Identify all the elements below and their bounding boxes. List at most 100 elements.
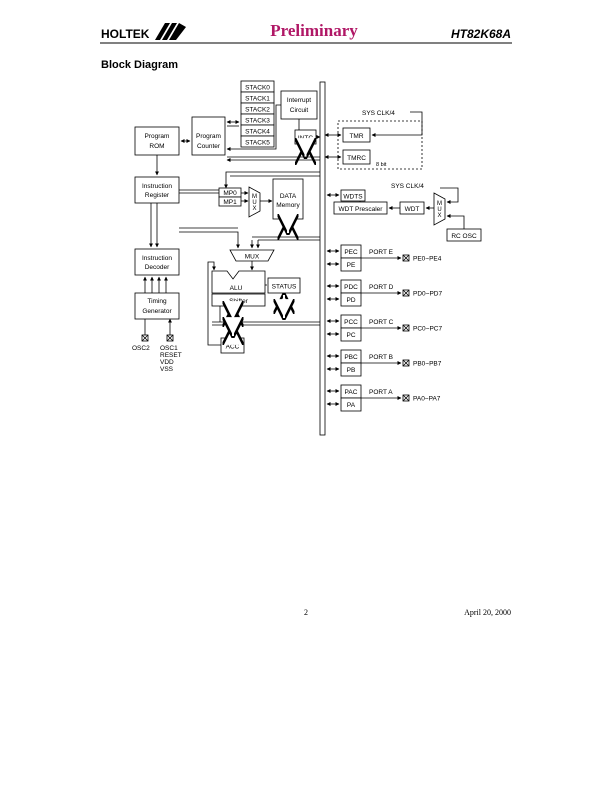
tmr-block [342,127,371,143]
mux-wdt-m: M [437,201,442,207]
instruction-register-label-1: Instruction [142,183,172,190]
pa-pin-icon [402,394,410,402]
program-counter-label-2: Counter [197,143,221,150]
timer-group [337,120,423,170]
pc-pin-icon [402,324,410,332]
pec-label: PEC [344,249,358,256]
program-rom-block: Program ROM [134,126,180,156]
instruction-register-label-2: Register [145,192,170,199]
port-pe-group: PEC PE PORT E PE0~PE4 [326,244,442,272]
acc-label: ACC [226,344,240,351]
part-number: HT82K68A [451,27,511,41]
vdd-label: VDD [160,359,174,366]
port-pd-group: PDC PD PORT D PD0~PD7 [326,279,442,307]
tmr-label: TMR [349,133,363,140]
program-counter-block: Program Counter [191,116,226,156]
pb-pin-icon [402,359,410,367]
pa-register [340,397,362,412]
holtek-logo-text: HOLTEK [101,27,150,41]
pc-label: PC [346,332,355,339]
status-label: STATUS [272,284,297,291]
pb-pins-label: PB0~PB7 [413,361,442,368]
osc2-label: OSC2 [132,345,150,352]
preliminary-title: Preliminary [270,21,358,40]
mux-wdt-x: X [437,213,441,219]
instruction-decoder-block: Instruction Decoder [134,248,180,276]
timing-generator-block: Timing Generator [134,292,180,320]
interrupt-circuit-block: Interrupt Circuit [280,90,318,120]
sys-clk-wdt-label: SYS CLK/4 [391,183,424,190]
stack-5-label: STACK5 [245,140,270,147]
stack-0-label: STACK0 [245,85,270,92]
pe-port-name: PORT E [369,249,394,256]
rc-osc-label: RC OSC [451,233,477,240]
program-rom-label-1: Program [145,133,170,140]
timing-generator-label-1: Timing [147,298,167,305]
interrupt-label-1: Interrupt [287,97,311,104]
data-memory-block: DATA Memory [272,178,304,220]
mux-small-m: M [252,194,257,200]
shifter-label: Shifter [229,298,249,305]
pdc-label: PDC [344,284,358,291]
page-number: 2 [304,608,308,617]
stack-3-label: STACK3 [245,118,270,125]
stack-1-label: STACK1 [245,96,270,103]
pd-pin-icon [402,289,410,297]
data-memory-label-2: Memory [276,202,300,209]
osc2-pin-icon [141,334,149,342]
pd-port-name: PORT D [369,284,394,291]
wdts-label: WDTS [343,194,363,201]
pc-pins-label: PC0~PC7 [413,326,442,333]
eight-bit-label: 8 bit [376,162,387,168]
pa-port-name: PORT A [369,389,393,396]
block-diagram: STACK0 STACK1 STACK2 STACK3 STACK4 STACK… [132,80,482,436]
header: HOLTEK Preliminary HT82K68A [100,21,512,44]
program-rom-label-2: ROM [149,143,164,150]
pe-label: PE [347,262,356,269]
stack-4-label: STACK4 [245,129,270,136]
port-pc-group: PCC PC PORT C PC0~PC7 [326,314,442,342]
pcc-label: PCC [344,319,358,326]
mp1-label: MP1 [223,199,237,206]
pa-label: PA [347,402,356,409]
mux-wdt [433,192,446,226]
rc-osc-block [446,228,482,242]
data-memory-label-1: DATA [280,193,297,200]
mux-data-memory [248,186,261,218]
reset-label: RESET [160,352,182,359]
mux-wdt-u: U [437,207,441,213]
pbc-label: PBC [344,354,358,361]
data-bus [319,81,326,436]
interrupt-label-2: Circuit [290,107,309,114]
pe-pin-icon [402,254,410,262]
pd-label: PD [346,297,355,304]
wdt-prescaler-label: WDT Prescaler [339,206,384,213]
pe-pins-label: PE0~PE4 [413,256,442,263]
osc1-pin-icon [166,334,174,342]
instruction-decoder-label-1: Instruction [142,255,172,262]
mux-alu-label: MUX [245,254,260,261]
program-counter-label-1: Program [196,133,221,140]
instruction-decoder-label-2: Decoder [145,264,170,271]
holtek-logo-icon [155,23,186,40]
pac-label: PAC [345,389,358,396]
alu-label: ALU [230,285,243,292]
stack-2-label: STACK2 [245,107,270,114]
timing-generator-label-2: Generator [142,308,172,315]
mux-small-u: U [252,200,256,206]
stack-block: STACK0 STACK1 STACK2 STACK3 STACK4 STACK… [240,80,275,148]
mux-alu [229,249,275,262]
osc1-label: OSC1 [160,345,178,352]
tmrc-block [342,149,371,165]
pd-pins-label: PD0~PD7 [413,291,442,298]
footer-date: April 20, 2000 [464,608,511,617]
intc-label: INTC [298,135,313,142]
sys-clk-timer-label: SYS CLK/4 [362,110,395,117]
mp1-block [218,196,242,207]
pc-register [340,327,362,342]
pc-port-name: PORT C [369,319,394,326]
